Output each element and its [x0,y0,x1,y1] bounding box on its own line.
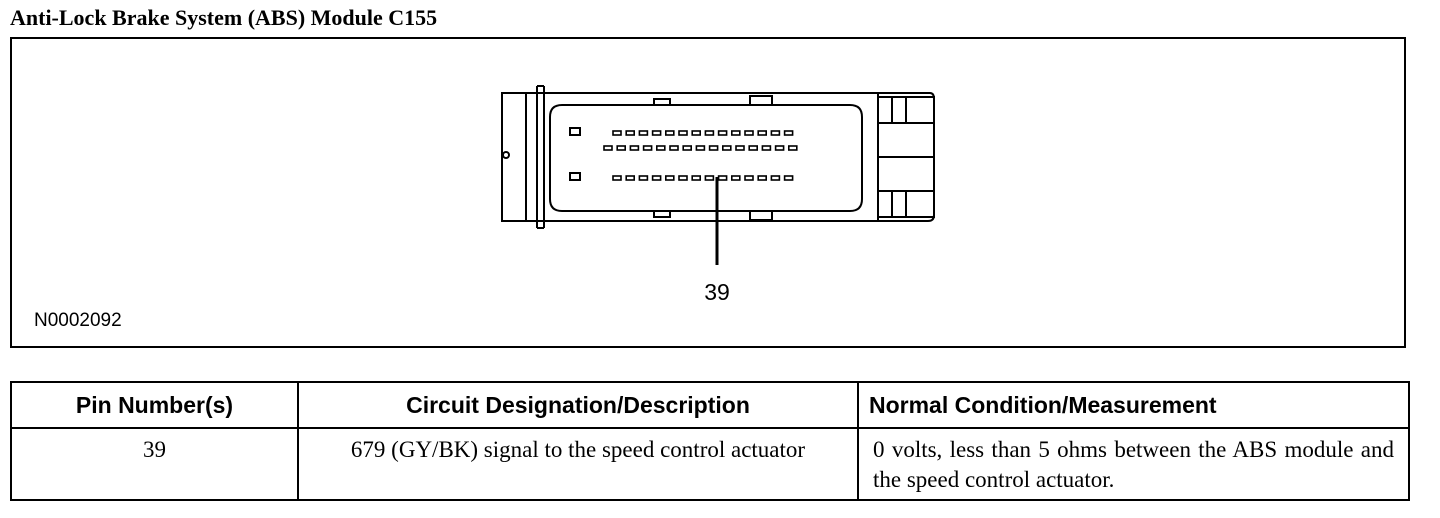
pin-slot [744,130,754,136]
table-header-row: Pin Number(s) Circuit Designation/Descri… [10,381,1410,429]
cell-condition: 0 volts, less than 5 ohms between the AB… [857,427,1410,501]
pin-slot [730,175,741,181]
table-row: 39 679 (GY/BK) signal to the speed contr… [10,427,1410,501]
header-circuit: Circuit Designation/Description [297,381,859,429]
pin-slot [717,130,728,136]
pin-slot [638,175,649,181]
header-condition: Normal Condition/Measurement [857,381,1410,429]
pin-slot [625,130,636,136]
pin-slot [721,145,732,151]
pin-slot [770,130,781,136]
pin-slot [691,130,702,136]
pin-slot [642,145,653,151]
pin-slot [757,130,768,136]
pin-slot [678,175,688,181]
pin-slot [616,145,627,151]
pin-slot [664,130,675,136]
pin-slot [612,130,622,136]
pin-slot [744,175,754,181]
pin-slot [704,175,715,181]
pin-slot [787,145,798,151]
pin-slot [770,175,781,181]
pin-slot [691,175,702,181]
pin-face [549,104,863,212]
pin-slot [708,145,719,151]
connector-diagram [501,85,935,265]
pin-slot [783,175,794,181]
pin-slot [651,175,662,181]
figure-id: N0002092 [34,310,122,331]
page-title: Anti-Lock Brake System (ABS) Module C155 [10,5,438,30]
pin-slot [717,175,728,181]
pin-slot [748,145,759,151]
pin-slot [655,145,666,151]
pin-slot [603,145,613,151]
header-pin-number: Pin Number(s) [10,381,299,429]
pin-slot [625,175,636,181]
pin-slot [651,130,662,136]
pin-slot [774,145,785,151]
pin-table: Pin Number(s) Circuit Designation/Descri… [10,381,1410,501]
pin-slot [682,145,693,151]
pin-slot [735,145,745,151]
pin-39-callout-label: 39 [704,279,730,305]
pin-slot [678,130,688,136]
cell-pin: 39 [10,427,299,501]
pin-slot [757,175,768,181]
connector-figure: 39 N0002092 [10,37,1406,348]
pin-slot [664,175,675,181]
cell-circuit: 679 (GY/BK) signal to the speed control … [297,427,859,501]
pin-slot [612,175,622,181]
pin-slot [783,130,794,136]
pin-slot [704,130,715,136]
connector-pins [603,130,798,181]
pin-slot [761,145,772,151]
pin-slot [669,145,679,151]
pin-slot [638,130,649,136]
pin-slot [730,130,741,136]
pin-slot [695,145,706,151]
pin-slot [629,145,640,151]
